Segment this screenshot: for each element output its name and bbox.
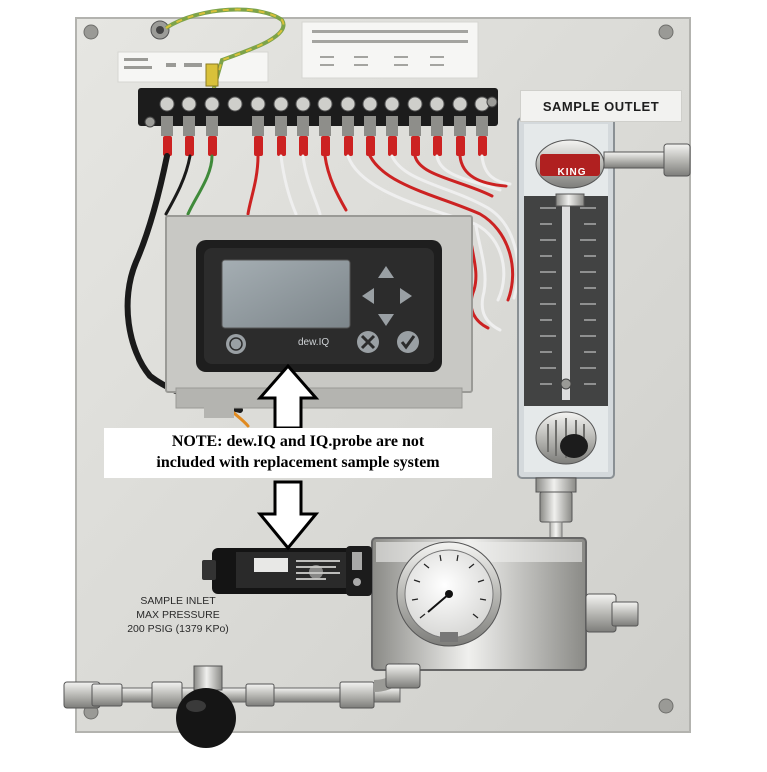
- terminal-block: [138, 88, 498, 126]
- ge-logo: [226, 334, 246, 354]
- outlet-tube: [603, 151, 673, 169]
- gauge-needle: [427, 593, 450, 613]
- arrow-down-icon: [256, 480, 320, 551]
- flowmeter-brand: KING: [557, 167, 587, 178]
- check-icon: [397, 331, 419, 353]
- inlet-label-line: SAMPLE INLET: [140, 595, 216, 607]
- ground-ferrule: [205, 63, 219, 87]
- inlet-label-line: 200 PSIG (1379 KPo): [127, 623, 229, 635]
- note-line: included with replacement sample system: [156, 454, 440, 471]
- outlet-fitting: [663, 143, 691, 177]
- lcd-screen: [221, 259, 351, 329]
- inlet-valve-handle: [176, 688, 236, 748]
- float-ball: [560, 378, 572, 390]
- inlet-label-line: MAX PRESSURE: [136, 609, 220, 621]
- cancel-icon: [357, 331, 379, 353]
- left-arrow-icon: [362, 288, 374, 304]
- sample-outlet-label: SAMPLE OUTLET: [520, 90, 682, 122]
- panel-screw: [658, 24, 674, 40]
- note-callout: NOTE: dew.IQ and IQ.probe are not includ…: [104, 428, 492, 478]
- right-arrow-icon: [400, 288, 412, 304]
- panel-screw: [658, 698, 674, 714]
- up-arrow-icon: [378, 266, 394, 278]
- note-line: NOTE: dew.IQ and IQ.probe are not: [171, 433, 425, 450]
- sample-inlet-label: SAMPLE INLET MAX PRESSURE 200 PSIG (1379…: [108, 594, 248, 636]
- flow-tube: [562, 200, 570, 400]
- monitor-brand: dew.IQ: [298, 337, 330, 348]
- panel-screw: [83, 24, 99, 40]
- down-arrow-icon: [378, 314, 394, 326]
